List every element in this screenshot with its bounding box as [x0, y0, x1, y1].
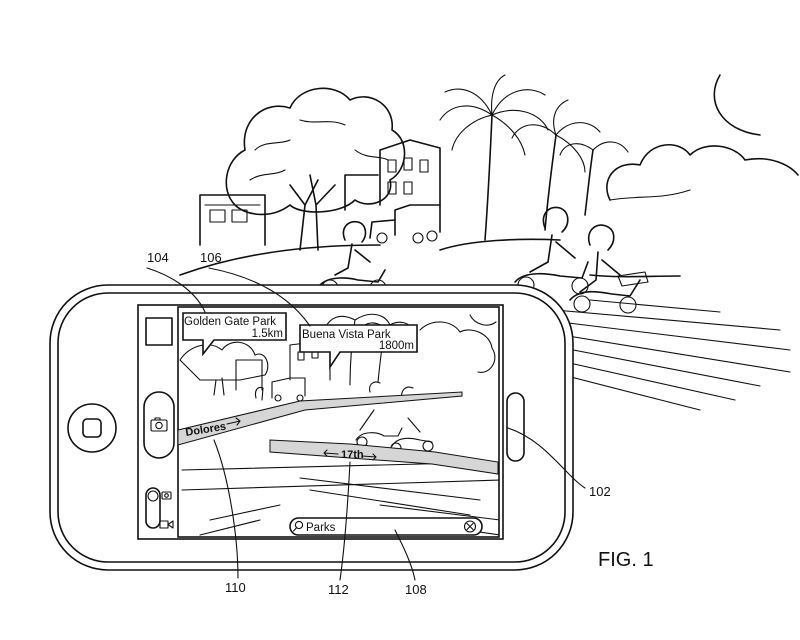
search-input[interactable]: Parks [306, 522, 336, 534]
ref-104: 104 [147, 250, 169, 265]
ref-112: 112 [328, 582, 349, 597]
ref-108: 108 [405, 582, 427, 597]
ref-102: 102 [589, 484, 611, 499]
ref-110: 110 [225, 580, 246, 595]
search-bar[interactable]: Parks [290, 518, 482, 535]
poi-name: Golden Gate Park [184, 316, 276, 328]
screen: Dolores 17th Golden Gate Park 1.5km Buen… [138, 305, 503, 539]
poi-distance: 1.5km [252, 328, 283, 340]
ref-106: 106 [200, 250, 222, 265]
poi-distance: 1800m [379, 340, 414, 352]
poi-name: Buena Vista Park [302, 329, 391, 341]
street-label-17th: 17th [341, 449, 364, 461]
figure-caption: FIG. 1 [598, 549, 654, 571]
